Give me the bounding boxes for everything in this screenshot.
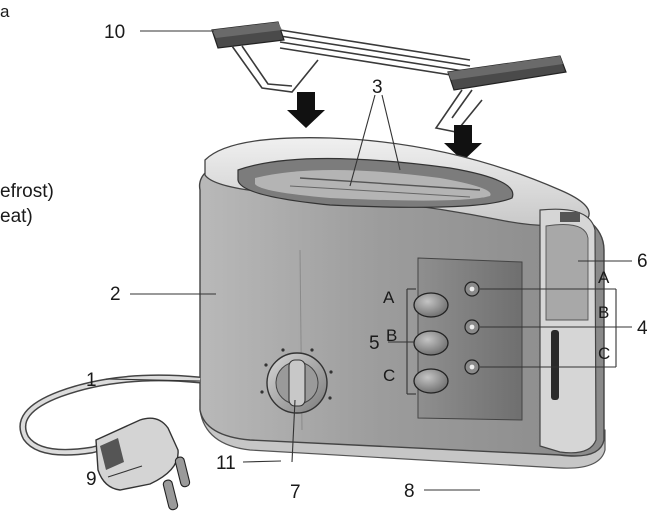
callout-2: 2 bbox=[110, 284, 121, 305]
letter-right-b: B bbox=[598, 303, 609, 322]
callout-7: 7 bbox=[290, 482, 301, 503]
letter-left-b: B bbox=[386, 326, 397, 345]
power-plug bbox=[95, 417, 191, 511]
callout-4: 4 bbox=[637, 318, 648, 339]
fragment-defrost: efrost) bbox=[0, 181, 54, 202]
letter-right-a: A bbox=[598, 268, 610, 287]
callout-10: 10 bbox=[104, 22, 125, 43]
browning-control-knob bbox=[260, 348, 333, 414]
fragment-top: a bbox=[0, 2, 10, 21]
letter-left-c: C bbox=[383, 366, 395, 385]
toaster-body bbox=[198, 137, 606, 469]
callout-3: 3 bbox=[372, 77, 383, 98]
callout-8: 8 bbox=[404, 481, 415, 502]
power-cord bbox=[19, 374, 201, 456]
fragment-heat: eat) bbox=[0, 206, 33, 227]
down-arrow-left bbox=[287, 92, 325, 128]
callout-11: 11 bbox=[216, 453, 236, 474]
letter-right-c: C bbox=[598, 344, 610, 363]
down-arrow-right bbox=[444, 125, 482, 161]
bun-warmer-rack bbox=[211, 21, 567, 133]
callout-9: 9 bbox=[86, 469, 97, 490]
callout-1: 1 bbox=[86, 370, 97, 391]
function-buttons bbox=[413, 281, 480, 394]
callout-6: 6 bbox=[637, 251, 648, 272]
letter-left-a: A bbox=[383, 288, 395, 307]
callout-5: 5 bbox=[369, 333, 380, 354]
